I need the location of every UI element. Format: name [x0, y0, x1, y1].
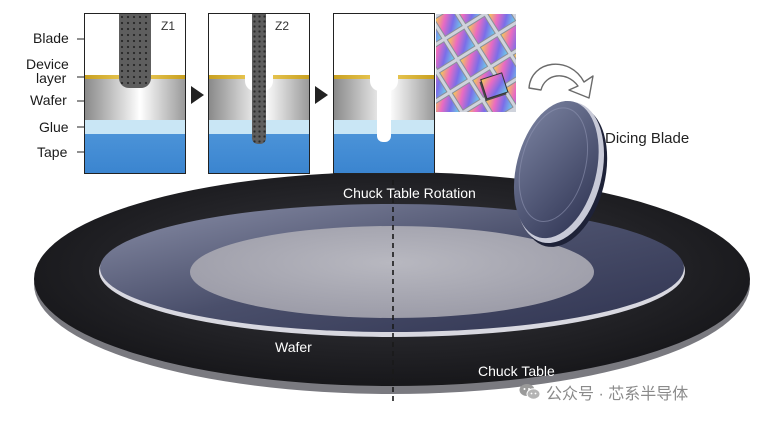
- chuck-table-label: Chuck Table: [478, 363, 555, 379]
- watermark-text: 公众号 · 芯系半导体: [546, 386, 689, 403]
- step-arrow-icon: [315, 86, 328, 104]
- step-arrow-icon: [191, 86, 204, 104]
- blade-section: [252, 14, 266, 144]
- step-label-z1: Z1: [161, 19, 176, 33]
- dicing-blade-label: Dicing Blade: [605, 130, 690, 147]
- blade-label: Blade: [33, 30, 69, 46]
- step-panel-z1: Z1: [84, 13, 186, 174]
- step-panel-result: [333, 13, 435, 174]
- kerf-cut: [377, 84, 391, 142]
- wechat-icon: [519, 384, 541, 400]
- tape-layer: [85, 134, 185, 173]
- watermark: 公众号 · 芯系半导体: [519, 380, 688, 404]
- wafer-disc: [190, 226, 594, 318]
- wafer-label: Wafer: [275, 339, 312, 355]
- device-label-line1: Device: [26, 56, 69, 72]
- glue-label: Glue: [39, 119, 69, 135]
- dicing-blade: [513, 100, 608, 247]
- blade-section: [119, 14, 151, 88]
- step-label-z2: Z2: [275, 19, 290, 33]
- tape-label: Tape: [37, 144, 68, 160]
- chuck-table-rotation-label: Chuck Table Rotation: [343, 185, 476, 201]
- diced-dies-photo: [436, 14, 516, 112]
- glue-layer: [85, 120, 185, 134]
- rotation-arrow-icon: [528, 63, 594, 99]
- device-label-line2: layer: [36, 70, 67, 86]
- wafer-layer-label: Wafer: [30, 92, 67, 108]
- step-panel-z2: Z2: [208, 13, 310, 174]
